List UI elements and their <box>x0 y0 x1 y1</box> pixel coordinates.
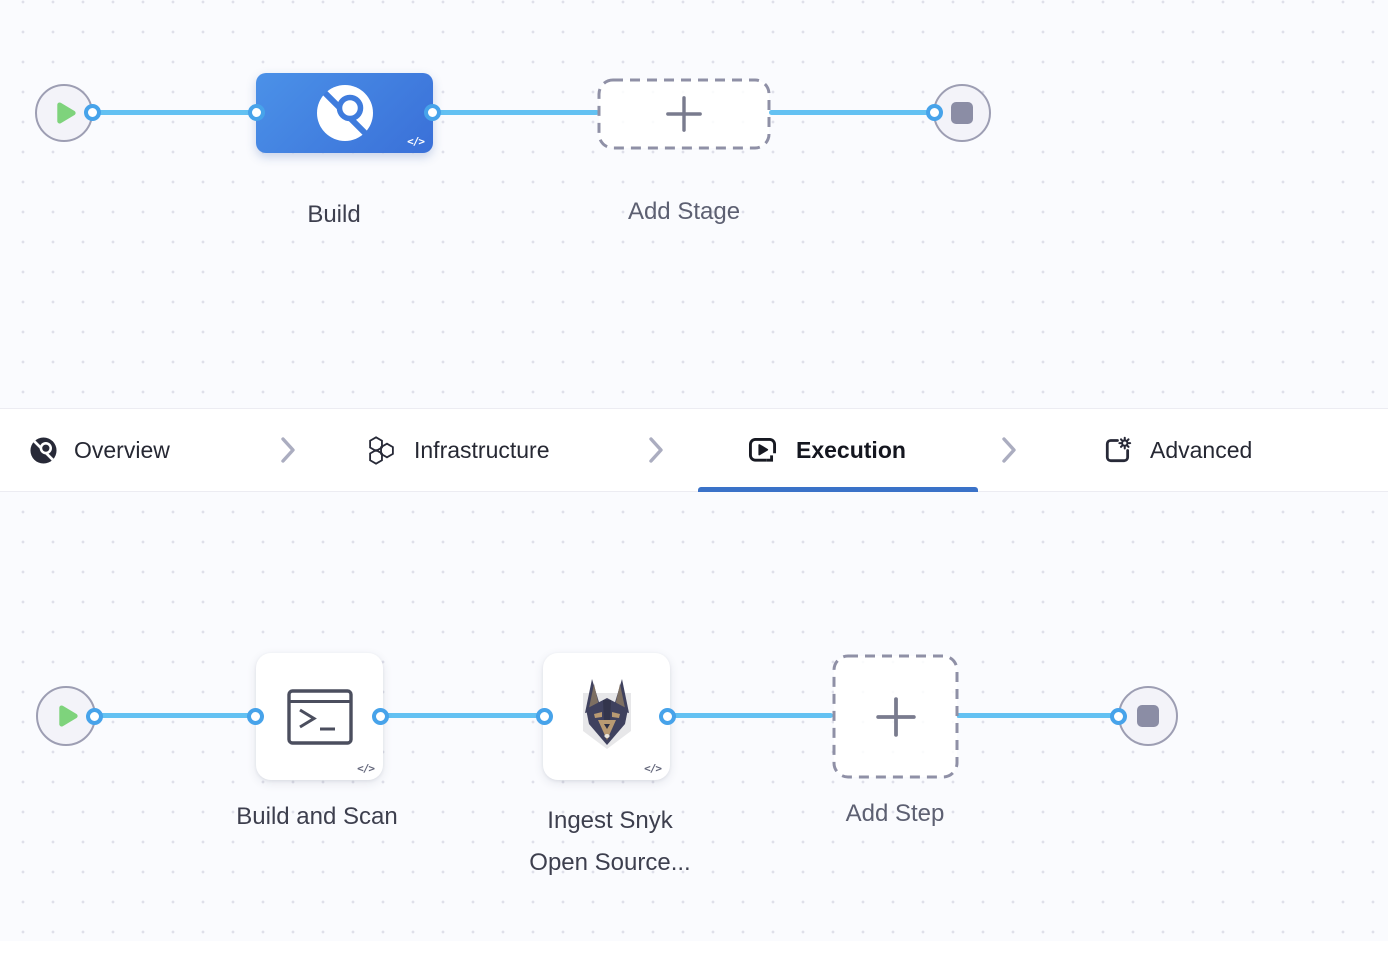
step-label-line1: Ingest Snyk <box>547 807 673 834</box>
play-window-icon <box>748 436 779 465</box>
stage-label: Build <box>307 201 361 228</box>
chevron-right-icon <box>648 409 665 491</box>
port-step1-out[interactable] <box>372 708 389 725</box>
port-end-in[interactable] <box>1110 708 1127 725</box>
gear-window-icon <box>1103 436 1133 465</box>
plus-icon <box>875 696 917 738</box>
port-start-out[interactable] <box>86 708 103 725</box>
ci-overview-icon <box>30 436 57 464</box>
add-stage-label: Add Stage <box>627 198 741 225</box>
tab-label: Overview <box>74 436 170 463</box>
tab-advanced[interactable]: Advanced <box>1103 409 1252 491</box>
add-step-label: Add Step <box>845 800 945 827</box>
steps-end-node[interactable] <box>1118 686 1178 746</box>
stage-config-tabbar: Overview Infrastructure <box>0 408 1388 492</box>
edge-addstep-to-end <box>956 713 1120 718</box>
port-stage-out[interactable] <box>424 104 441 121</box>
port-step2-out[interactable] <box>659 708 676 725</box>
stop-icon <box>1137 705 1159 727</box>
port-step2-in[interactable] <box>536 708 553 725</box>
play-icon <box>55 101 77 125</box>
edge-step2-to-addstep <box>667 713 833 718</box>
tab-label: Execution <box>796 436 906 463</box>
port-end-in[interactable] <box>926 104 943 121</box>
snyk-doberman-icon <box>574 677 640 757</box>
plus-icon <box>665 95 703 133</box>
tab-overview[interactable]: Overview <box>30 409 170 491</box>
yaml-code-badge[interactable]: </> <box>644 762 662 775</box>
add-stage-button[interactable] <box>597 78 771 150</box>
play-icon <box>57 704 79 728</box>
bottom-panel-edge <box>0 941 1388 954</box>
edge-stage-to-addstage <box>431 110 599 115</box>
active-tab-underline <box>698 487 978 492</box>
add-step-button[interactable] <box>832 654 959 779</box>
chevron-right-icon <box>280 409 297 491</box>
step-card-ingest-snyk[interactable]: </> <box>543 653 670 780</box>
port-stage-in[interactable] <box>248 104 265 121</box>
hexagons-icon <box>366 435 397 466</box>
tab-execution[interactable]: Execution <box>748 409 906 491</box>
step-label-line2: Open Source... <box>529 849 691 876</box>
chevron-right-icon <box>1001 409 1018 491</box>
edge-addstage-to-end <box>769 110 936 115</box>
edge-start-to-stage <box>92 110 258 115</box>
port-step1-in[interactable] <box>247 708 264 725</box>
edge-start-to-step1 <box>95 713 257 718</box>
terminal-icon <box>286 688 353 746</box>
yaml-code-badge[interactable]: </> <box>407 135 425 148</box>
tab-infrastructure[interactable]: Infrastructure <box>366 409 550 491</box>
step-card-build-and-scan[interactable]: </> <box>256 653 383 780</box>
stop-icon <box>951 102 973 124</box>
yaml-code-badge[interactable]: </> <box>357 762 375 775</box>
step-label: Ingest Snyk Open Source... <box>460 800 760 884</box>
tab-label: Infrastructure <box>414 436 550 463</box>
step-label: Build and Scan <box>236 803 398 830</box>
port-start-out[interactable] <box>84 104 101 121</box>
stage-card-build[interactable]: </> <box>256 73 433 153</box>
edge-step1-to-step2 <box>380 713 546 718</box>
ci-build-icon <box>316 84 374 142</box>
tab-label: Advanced <box>1150 436 1253 463</box>
